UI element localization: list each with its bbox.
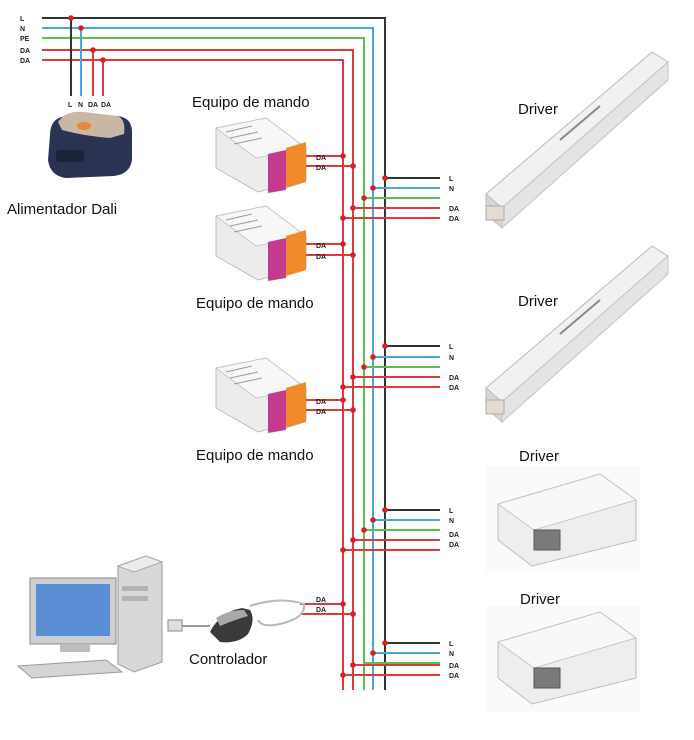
driver-2-terminal-DA1: DA (449, 375, 459, 382)
driver-4: L N DA DA (340, 606, 640, 712)
control-module-3-label: Equipo de mando (196, 447, 314, 464)
junction-dot (340, 215, 346, 221)
driver-2-terminal-L: L (449, 344, 454, 351)
supply-taps: L N DA DA (68, 15, 111, 109)
junction-dot (340, 397, 346, 403)
controller-terminal-DA2: DA (316, 607, 326, 614)
driver-1-terminal-L: L (449, 176, 454, 183)
junction-dot (350, 252, 356, 258)
module-3-terminal-DA2: DA (316, 409, 326, 416)
junction-dot (90, 47, 96, 53)
junction-dot (361, 195, 367, 201)
junction-dot (350, 205, 356, 211)
controller-terminal-DA1: DA (316, 597, 326, 604)
junction-dot (370, 185, 376, 191)
junction-dot (370, 354, 376, 360)
control-module-2-label: Equipo de mando (196, 295, 314, 312)
bus-wire-N (42, 27, 374, 690)
bus-wire-DA2 (42, 59, 344, 690)
supply-tap-label-N: N (78, 102, 83, 109)
module-3-terminal-DA1: DA (316, 399, 326, 406)
power-supply-device (48, 111, 132, 178)
bus-label-L: L (20, 16, 25, 23)
driver-1-terminal-N: N (449, 186, 454, 193)
driver-3-label: Driver (519, 448, 559, 465)
supply-tap-label-L: L (68, 102, 73, 109)
junction-dot (350, 374, 356, 380)
bus-wire-DA1 (42, 49, 354, 690)
junction-dot (382, 640, 388, 646)
driver-3-terminal-N: N (449, 518, 454, 525)
module-2-terminal-DA1: DA (316, 243, 326, 250)
junction-dot (68, 15, 74, 21)
junction-dot (78, 25, 84, 31)
driver-4-terminal-DA1: DA (449, 663, 459, 670)
driver-1: L N DA DA (340, 51, 669, 230)
driver-1-terminal-DA2: DA (449, 216, 459, 223)
pc-computer (16, 555, 164, 679)
driver-3-terminal-DA1: DA (449, 532, 459, 539)
power-supply-label: Alimentador Dali (7, 201, 117, 218)
junction-dot (340, 241, 346, 247)
driver-4-terminal-L: L (449, 641, 454, 648)
junction-dot (350, 611, 356, 617)
junction-dot (340, 601, 346, 607)
control-module-2: DA DA (214, 205, 356, 281)
controller-label: Controlador (189, 651, 267, 668)
module-2-terminal-DA2: DA (316, 254, 326, 261)
junction-dot (350, 163, 356, 169)
junction-dot (100, 57, 106, 63)
bus-labels: L N PE DA DA (20, 16, 30, 65)
driver-2-terminal-DA2: DA (449, 385, 459, 392)
driver-1-label: Driver (518, 101, 558, 118)
driver-2: L N DA DA (340, 245, 669, 424)
main-bus (42, 17, 386, 690)
bus-label-N: N (20, 26, 25, 33)
driver-1-terminal-DA1: DA (449, 206, 459, 213)
supply-tap-label-DA1: DA (88, 102, 98, 109)
control-module-1: DA DA (214, 117, 356, 193)
driver-4-label: Driver (520, 591, 560, 608)
bus-wire-PE (42, 37, 365, 690)
junction-dot (350, 407, 356, 413)
supply-tap-label-DA2: DA (101, 102, 111, 109)
driver-2-terminal-N: N (449, 355, 454, 362)
driver-3: L N DA DA (340, 466, 640, 572)
module-1-terminal-DA1: DA (316, 155, 326, 162)
bus-label-DA1: DA (20, 48, 30, 55)
junction-dot (340, 672, 346, 678)
junction-dot (340, 153, 346, 159)
control-module-3: DA DA (214, 357, 356, 433)
driver-4-terminal-DA2: DA (449, 673, 459, 680)
junction-dot (340, 547, 346, 553)
module-1-terminal-DA2: DA (316, 165, 326, 172)
junction-dot (370, 650, 376, 656)
junction-dot (382, 507, 388, 513)
control-module-1-label: Equipo de mando (192, 94, 310, 111)
junction-dot (340, 384, 346, 390)
driver-4-terminal-N: N (449, 651, 454, 658)
bus-label-DA2: DA (20, 58, 30, 65)
junction-dot (350, 662, 356, 668)
driver-3-terminal-DA2: DA (449, 542, 459, 549)
junction-dot (382, 343, 388, 349)
junction-dot (361, 364, 367, 370)
junction-dot (370, 517, 376, 523)
bus-label-PE: PE (20, 36, 30, 43)
junction-dot (350, 537, 356, 543)
driver-3-terminal-L: L (449, 508, 454, 515)
junction-dot (361, 527, 367, 533)
junction-dot (382, 175, 388, 181)
driver-2-label: Driver (518, 293, 558, 310)
bus-wire-L (42, 17, 386, 690)
controller: DA DA (167, 597, 356, 643)
